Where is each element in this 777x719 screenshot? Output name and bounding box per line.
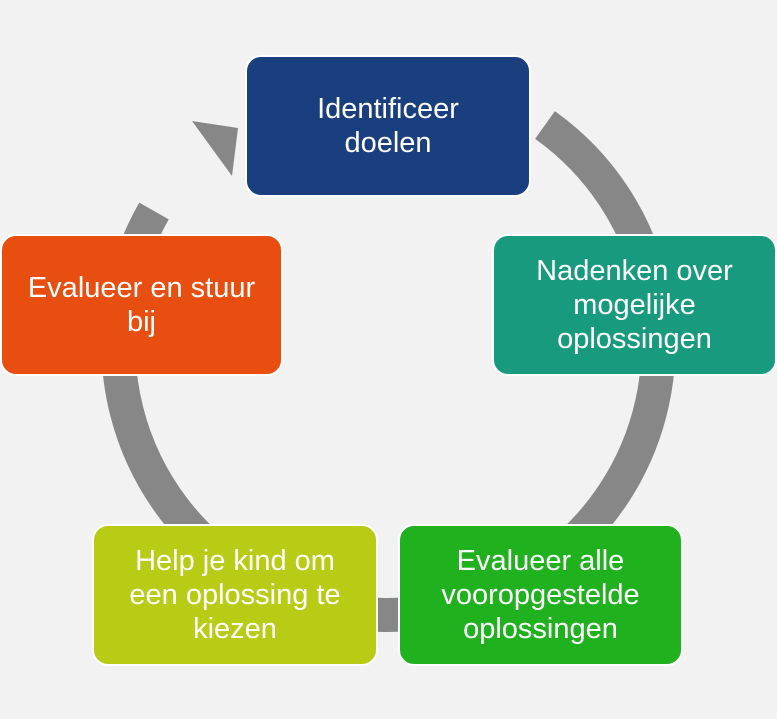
- step-choose-solution: Help je kind om een oplossing te kiezen: [92, 524, 378, 666]
- cycle-arrowhead: [192, 121, 238, 176]
- step-evaluate-adjust: Evalueer en stuur bij: [0, 234, 283, 376]
- step-think-solutions: Nadenken over mogelijke oplossingen: [492, 234, 777, 376]
- step-evaluate-solutions: Evalueer alle vooropgestelde oplossingen: [398, 524, 683, 666]
- step-identify-goals: Identificeer doelen: [245, 55, 531, 197]
